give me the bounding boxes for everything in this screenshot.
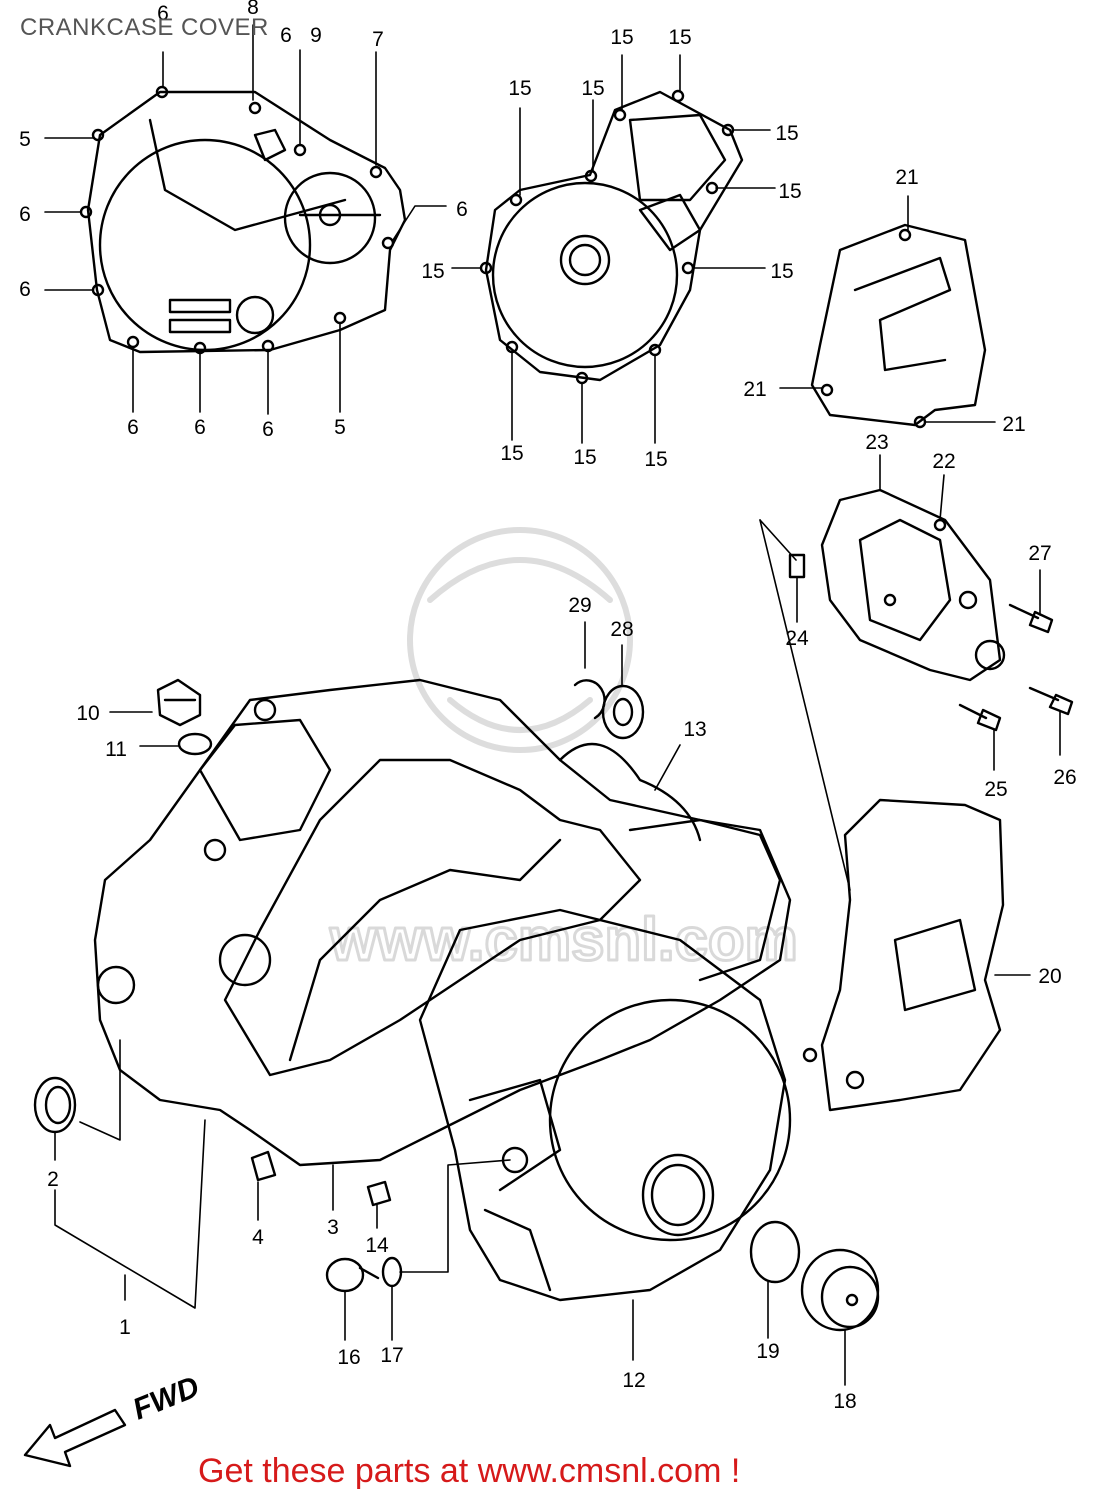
- callout-21: 21: [1002, 413, 1025, 436]
- callout-3: 3: [327, 1216, 339, 1239]
- callout-6: 6: [262, 418, 274, 441]
- dowel-pin-4: [250, 1150, 277, 1182]
- bolt-27: [1008, 603, 1054, 634]
- callout-26: 26: [1053, 766, 1076, 789]
- callout-29: 29: [568, 594, 591, 617]
- footer-link-text[interactable]: Get these parts at www.cmsnl.com !: [198, 1452, 741, 1490]
- watermark-text: www.cmsnl.com: [329, 906, 798, 973]
- callout-22: 22: [932, 450, 955, 473]
- bolt-25: [958, 703, 1002, 732]
- plug-2: [33, 1076, 77, 1134]
- clutch-release-cover: [820, 488, 1006, 682]
- callout-6: 6: [194, 416, 206, 439]
- o-ring-11: [177, 732, 213, 756]
- sprocket-cover: [810, 223, 987, 429]
- callout-15: 15: [421, 260, 444, 283]
- callout-21: 21: [895, 166, 918, 189]
- callout-6: 6: [280, 24, 292, 47]
- callout-21: 21: [743, 378, 766, 401]
- gasket-17: [381, 1256, 403, 1288]
- callout-6: 6: [456, 198, 468, 221]
- callout-18: 18: [833, 1390, 856, 1413]
- dowel-pin-24: [788, 553, 806, 579]
- callout-1: 1: [119, 1316, 131, 1339]
- callout-6: 6: [127, 416, 139, 439]
- leader-lines: [44, 24, 1061, 1386]
- callout-13: 13: [683, 718, 706, 741]
- right-crankcase-cover: [418, 908, 792, 1302]
- circlip-29: [573, 679, 606, 720]
- callout-15: 15: [644, 448, 667, 471]
- oil-filler-cap-10: [156, 678, 202, 727]
- callout-9: 9: [310, 24, 322, 47]
- callout-2: 2: [47, 1168, 59, 1191]
- callout-15: 15: [770, 260, 793, 283]
- callout-7: 7: [372, 28, 384, 51]
- callout-15: 15: [610, 26, 633, 49]
- callout-27: 27: [1028, 542, 1051, 565]
- o-ring-19: [749, 1220, 801, 1284]
- watermark-logo: [407, 527, 633, 753]
- crankcase-body: [93, 678, 792, 1167]
- clutch-cover: [79, 85, 407, 355]
- callout-5: 5: [334, 416, 346, 439]
- callout-17: 17: [380, 1344, 403, 1367]
- bolt-26: [1028, 686, 1074, 716]
- callout-15: 15: [668, 26, 691, 49]
- callout-24: 24: [785, 627, 809, 650]
- callout-15: 15: [508, 77, 531, 100]
- bearing-28: [601, 684, 645, 740]
- callout-23: 23: [865, 431, 888, 454]
- callout-15: 15: [581, 77, 604, 100]
- callout-6: 6: [157, 2, 169, 25]
- callout-25: 25: [984, 778, 1007, 801]
- callout-15: 15: [778, 180, 801, 203]
- callout-16: 16: [337, 1346, 360, 1369]
- callout-11: 11: [105, 738, 127, 761]
- callout-14: 14: [365, 1234, 389, 1257]
- diagram-title: CRANKCASE COVER: [20, 14, 269, 41]
- callout-8: 8: [247, 0, 259, 19]
- callout-28: 28: [610, 618, 633, 641]
- callout-15: 15: [573, 446, 596, 469]
- callout-6: 6: [19, 278, 31, 301]
- fwd-label: FWD: [128, 1370, 204, 1426]
- callout-12: 12: [622, 1369, 645, 1392]
- callout-19: 19: [756, 1340, 779, 1363]
- callout-15: 15: [500, 442, 523, 465]
- drive-chain-cover: [802, 798, 1005, 1112]
- drain-plug-16: [325, 1257, 380, 1293]
- callout-5: 5: [19, 128, 31, 151]
- gasket-13: [558, 742, 702, 842]
- callout-6: 6: [19, 203, 31, 226]
- dowel-pin-14: [366, 1180, 392, 1207]
- fwd-arrow-icon: [23, 1408, 127, 1468]
- callout-15: 15: [775, 122, 798, 145]
- cap-18: [800, 1248, 880, 1332]
- callout-20: 20: [1038, 965, 1061, 988]
- callout-10: 10: [76, 702, 99, 725]
- callout-4: 4: [252, 1226, 264, 1249]
